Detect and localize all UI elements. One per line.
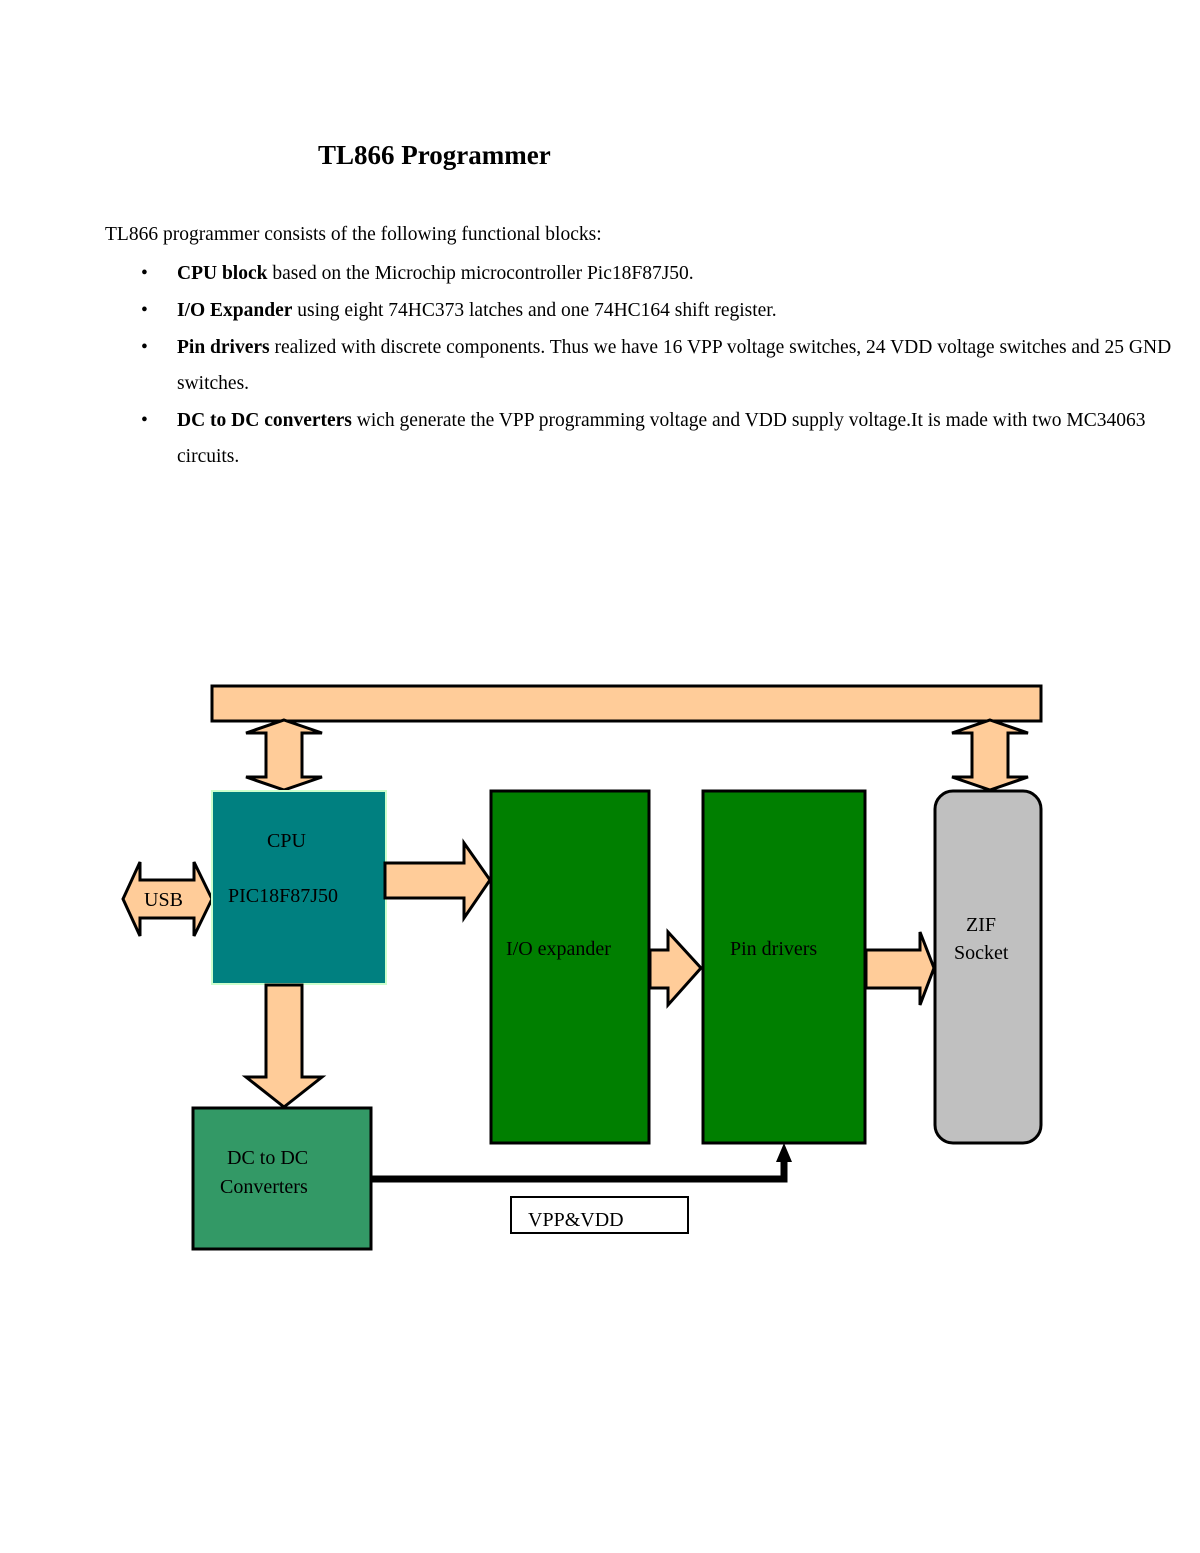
zif-label: ZIF (966, 914, 996, 936)
intro-paragraph: TL866 programmer consists of the followi… (105, 224, 602, 245)
vpp-vdd-label-box (510, 1196, 689, 1234)
vpp-vdd-label: VPP&VDD (528, 1209, 624, 1231)
bullet-icon: • (141, 263, 148, 284)
page-title: TL866 Programmer (318, 140, 551, 170)
list-item-text: using eight 74HC373 latches and one 74HC… (292, 300, 777, 321)
list-item-dcdc-converters: • DC to DC converters wich generate the V… (105, 403, 1185, 475)
dcdc-label-line2: Converters (220, 1176, 308, 1198)
list-item-text: based on the Microchip microcontroller P… (267, 263, 694, 284)
zif-socket-block (933, 789, 1043, 1145)
list-item-term: Pin drivers (177, 337, 270, 358)
cpu-label: CPU (267, 830, 306, 852)
list-item-cpu-block: • CPU block based on the Microchip microc… (105, 256, 1185, 292)
pin-drivers-to-zif-arrow-shape (864, 931, 936, 1006)
cpu-to-dcdc-arrow (241, 983, 327, 1109)
bullet-icon: • (141, 410, 148, 431)
list-item-term: DC to DC converters (177, 410, 352, 431)
dcdc-label-line1: DC to DC (227, 1147, 308, 1169)
bullet-icon: • (141, 337, 148, 358)
cpu-to-io-arrow (383, 838, 492, 923)
socket-label: Socket (954, 942, 1009, 964)
bus-zif-bidirectional-arrow (951, 718, 1029, 792)
functional-blocks-list: • CPU block based on the Microchip microc… (105, 256, 1185, 476)
list-item-term: CPU block (177, 263, 268, 284)
vpp-vdd-connector-line (371, 1158, 788, 1183)
cpu-model-label: PIC18F87J50 (228, 885, 338, 907)
io-expander-block (489, 789, 651, 1145)
usb-label: USB (144, 889, 183, 911)
list-item-text: realized with discrete components. Thus … (177, 337, 1172, 394)
bus-bar (210, 684, 1043, 723)
pin-drivers-block (701, 789, 867, 1145)
vpp-vdd-arrowhead (776, 1143, 792, 1162)
list-item-io-expander: • I/O Expander using eight 74HC373 latche… (105, 293, 1185, 329)
io-to-pin-drivers-arrow (648, 928, 704, 1009)
dcdc-converters-block (191, 1106, 373, 1251)
list-item-term: I/O Expander (177, 300, 293, 321)
io-expander-label: I/O expander (506, 938, 611, 960)
list-item-pin-drivers: • Pin drivers realized with discrete comp… (105, 330, 1185, 402)
bus-cpu-bidirectional-arrow (245, 718, 323, 792)
list-item-text: wich generate the VPP programming voltag… (177, 410, 1146, 467)
pin-drivers-label: Pin drivers (730, 938, 817, 960)
bullet-icon: • (141, 300, 148, 321)
